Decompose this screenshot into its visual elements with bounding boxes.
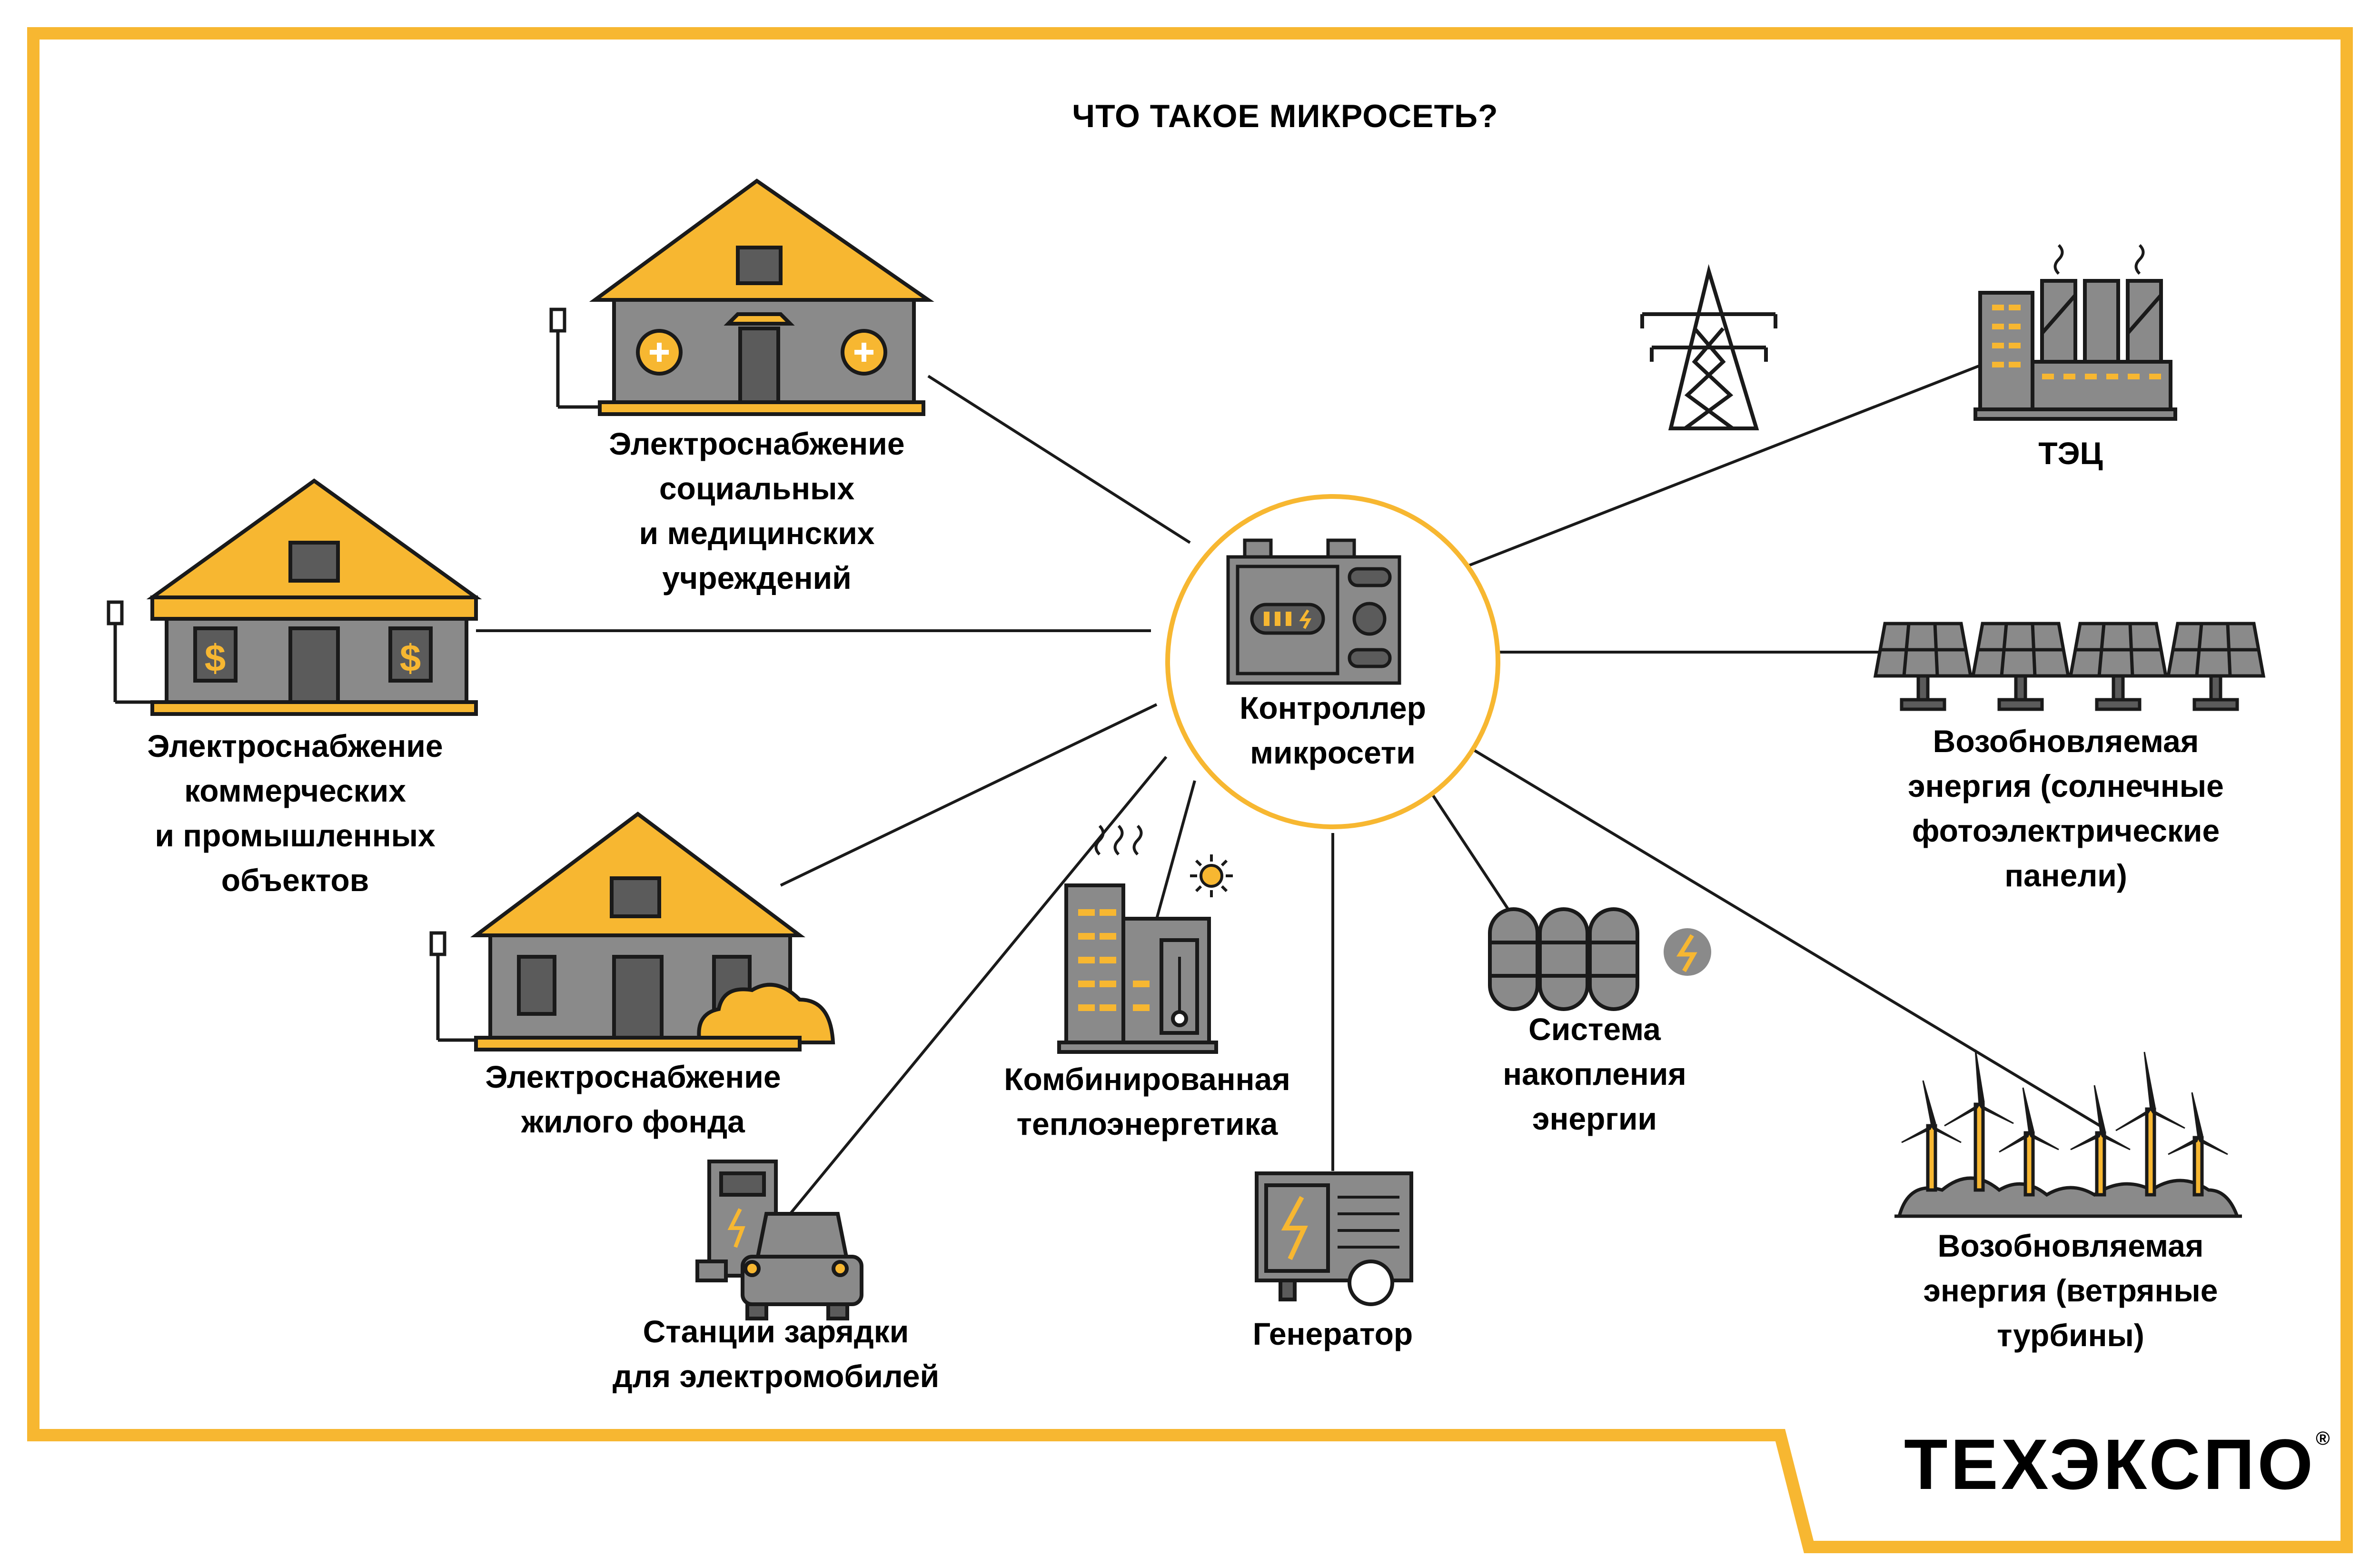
power-tower-icon — [1640, 264, 1777, 430]
chp-label: Комбинированная теплоэнергетика — [1004, 1061, 1290, 1141]
solar-label: Возобновляемая энергия (солнечные фотоэл… — [1908, 724, 2224, 893]
tec-label: ТЭЦ — [2038, 436, 2103, 471]
plug-icon — [429, 931, 476, 1042]
house-icon — [470, 812, 835, 1051]
residential-label: Электроснабжение жилого фонда — [485, 1059, 781, 1139]
social-label: Электроснабжение социальных и медицински… — [609, 426, 905, 595]
hospital-icon — [589, 179, 934, 416]
plug-icon — [549, 307, 600, 409]
commercial-label: Электроснабжение коммерческих и промышле… — [147, 728, 443, 898]
wind-turbine-icon — [1894, 1049, 2242, 1218]
ev-label: Станции зарядки для электромобилей — [612, 1314, 940, 1394]
chp-plant-icon — [1057, 824, 1233, 1054]
line-social — [927, 375, 1191, 544]
svg-text:$: $ — [400, 637, 421, 679]
wind-label: Возобновляемая энергия (ветряные турбины… — [1923, 1228, 2218, 1353]
line-wind — [1460, 741, 2105, 1130]
line-chp — [1155, 780, 1196, 919]
storage-label: Система накопления энергии — [1503, 1012, 1686, 1136]
line-storage — [1422, 780, 1513, 915]
svg-text:$: $ — [205, 637, 226, 679]
frame-border — [27, 27, 2353, 1553]
generator-label: Генератор — [1252, 1316, 1413, 1351]
tec-plant-icon — [1973, 244, 2177, 421]
generator-icon — [1255, 1171, 1413, 1306]
line-tec — [1453, 360, 1991, 573]
solar-panel-icon — [1873, 622, 2263, 711]
controller-icon — [1226, 538, 1401, 685]
shop-icon: $ $ — [146, 478, 482, 716]
line-residential — [780, 703, 1158, 887]
controller-label: Контроллер микросети — [1240, 690, 1426, 770]
ev-charger-icon — [695, 1160, 863, 1320]
battery-icon — [1488, 907, 1716, 1011]
connector-lines — [476, 360, 2105, 1215]
plug-icon — [107, 600, 152, 704]
brand-logo: ТЕХЭКСПО® — [1904, 1424, 2330, 1504]
page-title: ЧТО ТАКОЕ МИКРОСЕТЬ? — [1072, 98, 1498, 134]
